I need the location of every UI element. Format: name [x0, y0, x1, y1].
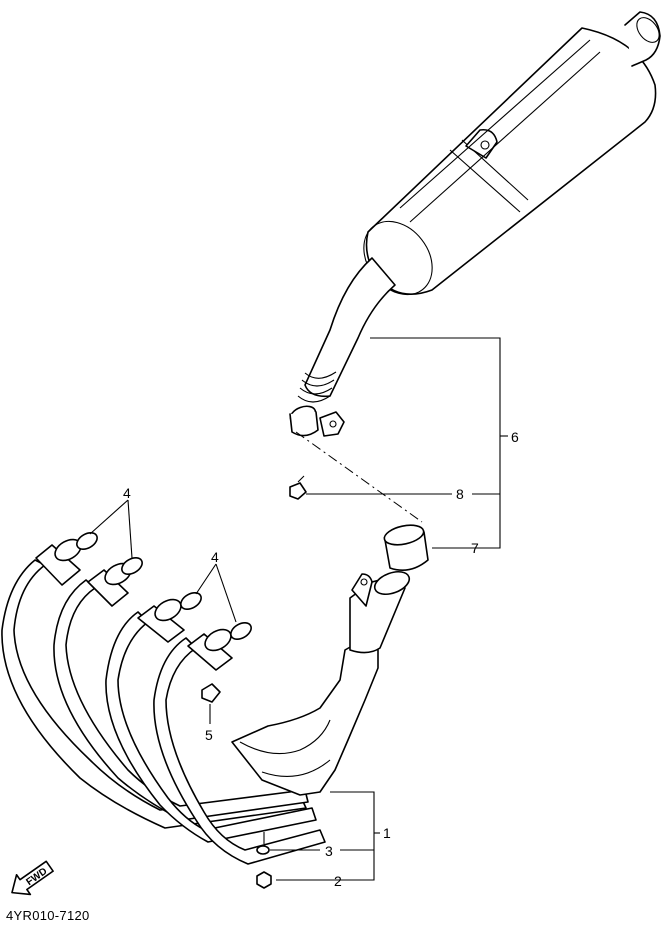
gasket-part-4a: [76, 532, 98, 550]
fwd-arrow-icon: FWD: [11, 860, 54, 896]
nut-part-2: [256, 871, 272, 889]
link-pipe: [289, 257, 396, 437]
callout-7: 7: [471, 540, 479, 556]
exhaust-header-assembly: [1, 532, 411, 889]
bolt-part-8: [289, 475, 307, 500]
assembly-centerline: [295, 431, 423, 523]
diagram-code: 4YR010-7120: [6, 908, 90, 923]
callout-4-lower: 4: [211, 549, 219, 565]
muffler: [363, 11, 661, 296]
gasket-part-4c: [180, 592, 202, 610]
gasket-part-7: [383, 524, 429, 571]
callout-3: 3: [325, 843, 333, 859]
callout-1: 1: [383, 825, 391, 841]
gasket-part-4b: [121, 557, 143, 575]
callout-8: 8: [456, 486, 464, 502]
callout-leaders: [89, 337, 508, 881]
callout-5: 5: [205, 727, 213, 743]
gasket-part-4d: [230, 622, 252, 640]
callout-6: 6: [511, 429, 519, 445]
callout-4-upper: 4: [123, 485, 131, 501]
callout-2: 2: [334, 873, 342, 889]
washer-part-3: [256, 845, 270, 855]
bolt-part-5: [201, 683, 221, 703]
